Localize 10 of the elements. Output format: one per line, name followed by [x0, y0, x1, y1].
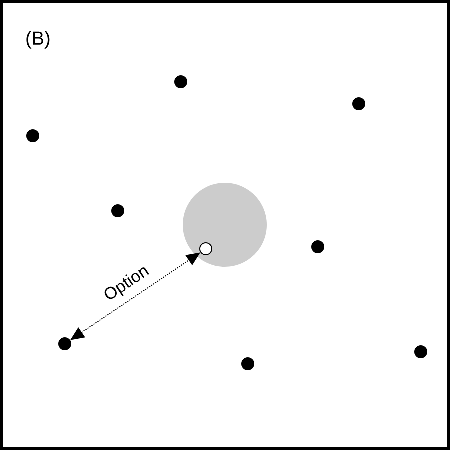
point: [242, 358, 254, 370]
point: [26, 130, 40, 142]
area-circle: [183, 183, 267, 267]
point: [312, 240, 324, 254]
point: [112, 204, 124, 218]
panel-label: (B): [26, 31, 50, 49]
point: [174, 76, 188, 88]
point: [58, 338, 72, 350]
point: [414, 346, 428, 358]
point: [352, 98, 366, 110]
